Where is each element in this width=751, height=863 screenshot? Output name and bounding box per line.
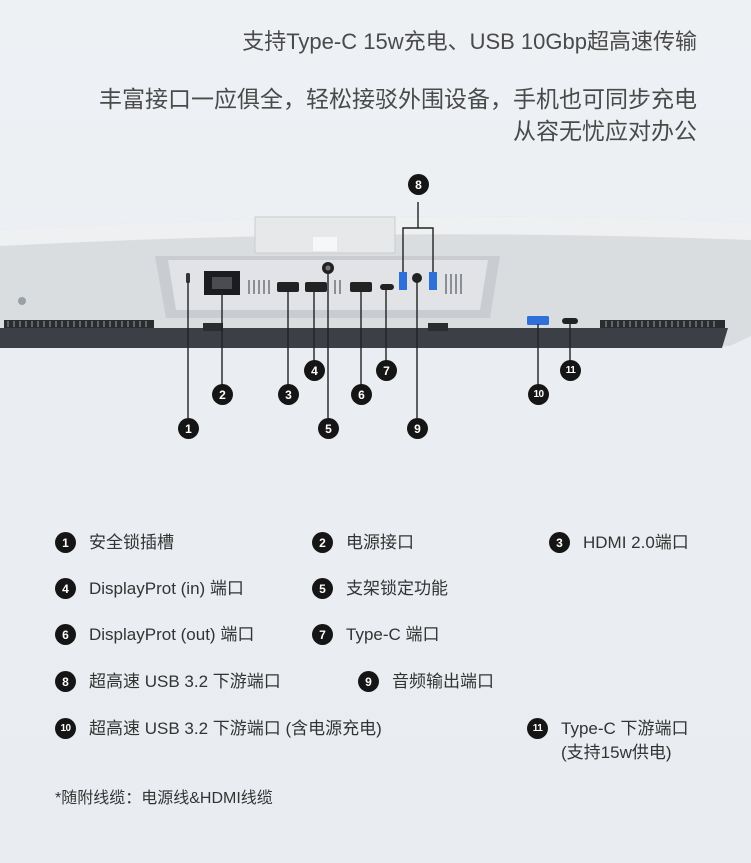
callout-badge-7: 7 [376, 360, 397, 381]
legend-item-2: 2 电源接口 [312, 531, 414, 555]
legend-sublabel: (支持15w供电) [561, 743, 672, 762]
callout-badge-5: 5 [318, 418, 339, 439]
legend-item-8: 8 超高速 USB 3.2 下游端口 [55, 670, 281, 694]
legend-label: Type-C 端口 [346, 625, 440, 644]
legend-item-4: 4 DisplayProt (in) 端口 [55, 577, 244, 601]
callout-badge-9: 9 [407, 418, 428, 439]
legend-badge: 5 [312, 578, 333, 599]
monitor-rear-illustration: 8 1 2 3 4 5 6 7 9 10 11 [0, 160, 751, 450]
headline-line2-text: 丰富接口一应俱全，轻松接驳外围设备，手机也可同步充电 [99, 86, 697, 112]
legend-badge: 8 [55, 671, 76, 692]
legend-label: 支架锁定功能 [346, 579, 448, 598]
callout-badge-6: 6 [351, 384, 372, 405]
legend-label: 音频输出端口 [392, 672, 494, 691]
legend-item-7: 7 Type-C 端口 [312, 623, 440, 647]
legend-item-6: 6 DisplayProt (out) 端口 [55, 623, 254, 647]
legend-badge: 11 [527, 718, 548, 739]
legend-label: DisplayProt (out) 端口 [89, 625, 255, 644]
legend-label: 安全锁插槽 [89, 533, 174, 552]
legend-label: 超高速 USB 3.2 下游端口 (含电源充电) [89, 719, 382, 738]
headline-line3-text: 从容无忧应对办公 [513, 118, 697, 144]
legend-item-3: 3 HDMI 2.0端口 [549, 531, 689, 555]
legend-badge: 3 [549, 532, 570, 553]
headline-line1: 支持Type-C 15w充电、USB 10Gbp超高速传输 [242, 29, 697, 54]
legend-label: Type-C 下游端口 [561, 719, 689, 738]
callout-badge-8: 8 [408, 174, 429, 195]
legend-badge: 1 [55, 532, 76, 553]
callout-badge-10: 10 [528, 384, 549, 405]
legend-label: DisplayProt (in) 端口 [89, 579, 244, 598]
legend-label: HDMI 2.0端口 [583, 533, 689, 552]
monitor-rear-svg [0, 202, 751, 418]
headline-line2: 丰富接口一应俱全，轻松接驳外围设备，手机也可同步充电 从容无忧应对办公 [99, 83, 697, 147]
callout-badge-4: 4 [304, 360, 325, 381]
callout-badge-11: 11 [560, 360, 581, 381]
legend-badge: 10 [55, 718, 76, 739]
legend-item-9: 9 音频输出端口 [358, 670, 494, 694]
legend-badge: 4 [55, 578, 76, 599]
legend-badge: 7 [312, 624, 333, 645]
legend-badge: 6 [55, 624, 76, 645]
legend-item-5: 5 支架锁定功能 [312, 577, 448, 601]
footnote: *随附线缆：电源线&HDMI线缆 [55, 790, 273, 807]
legend-label: 电源接口 [346, 533, 414, 552]
legend-item-10: 10 超高速 USB 3.2 下游端口 (含电源充电) [55, 717, 382, 741]
legend-item-11: 11 Type-C 下游端口 (支持15w供电) [527, 717, 689, 765]
callout-badge-3: 3 [278, 384, 299, 405]
legend-badge: 2 [312, 532, 333, 553]
callout-badge-1: 1 [178, 418, 199, 439]
legend-badge: 9 [358, 671, 379, 692]
legend-label: 超高速 USB 3.2 下游端口 [89, 672, 281, 691]
callout-badge-2: 2 [212, 384, 233, 405]
legend-item-1: 1 安全锁插槽 [55, 531, 174, 555]
